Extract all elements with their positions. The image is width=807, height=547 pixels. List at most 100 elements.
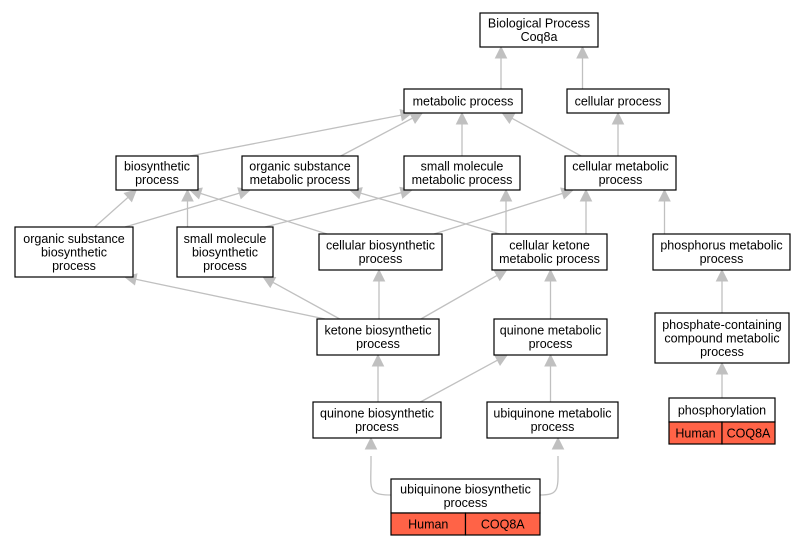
edges-layer <box>94 45 729 496</box>
node-label-line: biosynthetic <box>192 245 258 259</box>
edge-line <box>200 192 328 235</box>
node-label-line: process <box>444 496 488 510</box>
node-box <box>390 478 541 514</box>
node-label-line: phosphorus metabolic <box>660 239 782 253</box>
edge-metabolic-to-root <box>494 45 508 89</box>
edge-line <box>124 192 240 228</box>
edge-line <box>340 117 413 157</box>
node-box <box>318 233 443 271</box>
arrowhead <box>576 45 589 59</box>
edge-line <box>264 192 402 228</box>
edge-ketone-bio-to-cell-bio <box>372 268 386 319</box>
node-label-line: process <box>359 252 403 266</box>
edge-org-sub-bio-to-biosynthetic <box>94 189 138 228</box>
edge-line <box>189 114 402 157</box>
arrowhead <box>579 188 593 202</box>
node-label-line: metabolic process <box>413 94 514 108</box>
edge-line <box>420 359 498 403</box>
edge-small-mol-met-to-metabolic <box>455 111 469 156</box>
edge-line <box>94 196 129 228</box>
node-label-line: process <box>52 259 96 273</box>
edge-line <box>360 192 501 235</box>
edge-line <box>539 456 559 496</box>
edge-cell-ketone-to-cell-met <box>579 188 593 234</box>
node-label-line: process <box>529 337 573 351</box>
arrowhead <box>611 111 625 125</box>
node-box <box>566 88 670 114</box>
node-label-line: biosynthetic <box>41 245 107 259</box>
node-box <box>493 318 608 356</box>
node-box <box>176 226 274 278</box>
annotation-cell <box>464 512 541 536</box>
edge-line <box>272 281 341 320</box>
arrowhead <box>658 188 671 202</box>
arrowhead <box>715 268 729 282</box>
go-node-metabolic[interactable]: metabolic process <box>403 88 523 114</box>
edge-quinone-bio-to-quinone-met <box>420 354 509 403</box>
edge-line <box>370 456 392 496</box>
edge-ubiq-bio-to-quinone-bio <box>364 436 392 496</box>
arrowhead <box>544 353 557 367</box>
node-label-line: ubiquinone biosynthetic <box>400 483 531 497</box>
arrowhead <box>371 353 385 367</box>
node-label-line: cellular metabolic <box>572 160 669 174</box>
node-label-line: cellular biosynthetic <box>326 239 435 253</box>
arrowhead <box>455 111 469 125</box>
node-label-line: quinone biosynthetic <box>320 407 434 421</box>
edge-ubiq-met-to-quinone-met <box>544 353 557 402</box>
edge-line <box>420 274 498 320</box>
arrowhead <box>715 361 729 375</box>
edge-phosphate-to-phosphorus <box>715 268 729 313</box>
node-box <box>316 318 440 356</box>
node-box <box>115 155 199 191</box>
arrowhead <box>181 188 194 202</box>
arrowhead <box>493 269 508 282</box>
go-node-cellular[interactable]: cellular process <box>566 88 670 114</box>
node-box <box>403 155 521 191</box>
node-label-line: metabolic process <box>412 173 513 187</box>
node-label-line: quinone metabolic <box>500 324 601 338</box>
arrowhead <box>551 436 565 450</box>
node-label-line: Coq8a <box>521 30 558 44</box>
edge-phosphorus-to-cell-met <box>658 188 671 234</box>
node-box <box>241 155 359 191</box>
annotation-species: Human <box>675 426 715 440</box>
node-label-line: metabolic process <box>499 252 600 266</box>
node-label-line: process <box>599 173 643 187</box>
node-box <box>491 233 608 271</box>
edge-line <box>433 192 563 235</box>
node-label-line: cellular ketone <box>509 239 590 253</box>
node-label-line: process <box>356 337 400 351</box>
node-label-line: biosynthetic <box>124 160 190 174</box>
node-label-line: ketone biosynthetic <box>324 324 431 338</box>
arrowhead <box>499 188 513 202</box>
node-box <box>486 401 619 439</box>
node-box <box>403 88 523 114</box>
node-label-line: cellular process <box>575 94 662 108</box>
node-label-line: ubiquinone metabolic <box>493 407 611 421</box>
node-box <box>652 233 791 271</box>
node-box <box>312 401 442 439</box>
node-box <box>654 312 790 364</box>
node-box <box>14 226 134 278</box>
edge-line <box>135 278 326 320</box>
